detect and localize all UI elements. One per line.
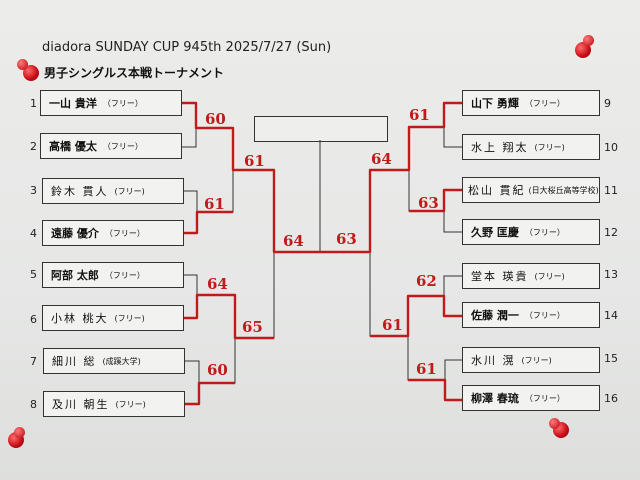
player-affiliation: （フリー）: [524, 98, 565, 108]
player-affiliation: (成蹊大学): [102, 356, 141, 366]
seed-number: 8: [30, 398, 37, 411]
player-affiliation: （フリー）: [102, 98, 143, 108]
seed-number: 12: [604, 226, 618, 239]
player-box: 松山 貫紀 (日大桜丘高等学校): [462, 177, 600, 203]
player-affiliation: （フリー）: [524, 310, 565, 320]
seed-number: 4: [30, 227, 37, 240]
champion-box: [254, 116, 388, 142]
player-name: 細川 総: [52, 355, 97, 368]
score-r1-m3: 64: [207, 275, 228, 293]
player-name: 山下 勇輝: [471, 97, 519, 110]
player-box: 細川 総 (成蹊大学): [43, 348, 185, 374]
score-qf-left-top: 61: [244, 152, 265, 170]
player-box: 鈴木 貫人 (フリー): [42, 178, 184, 204]
score-sf-left: 64: [283, 232, 304, 250]
player-box: 遠藤 優介 （フリー）: [42, 220, 184, 246]
score-qf-right-top: 64: [371, 150, 392, 168]
player-affiliation: (日大桜丘高等学校): [528, 185, 599, 195]
player-box: 阿部 太郎 （フリー）: [42, 262, 184, 288]
player-box: 小林 桃大 (フリー): [42, 305, 184, 331]
seed-number: 16: [604, 392, 618, 405]
player-box: 高橋 優太 （フリー）: [40, 133, 182, 159]
player-name: 松山 貫紀: [468, 184, 526, 197]
player-box: 佐藤 潤一 （フリー）: [462, 302, 600, 328]
seed-number: 3: [30, 184, 37, 197]
score-r1-m6: 63: [418, 194, 439, 212]
bracket-subtitle: 男子シングルス本戦トーナメント: [44, 66, 225, 80]
player-box: 柳澤 春琉 （フリー）: [462, 385, 600, 411]
score-r1-m2: 61: [204, 195, 225, 213]
seed-number: 5: [30, 268, 37, 281]
player-affiliation: (フリー): [115, 399, 146, 409]
score-r1-m4: 60: [207, 361, 228, 379]
seed-number: 11: [604, 184, 618, 197]
player-name: 及川 朝生: [52, 398, 110, 411]
player-name: 小林 桃大: [51, 312, 109, 325]
player-box: 山下 勇輝 （フリー）: [462, 90, 600, 116]
page-title: diadora SUNDAY CUP 945th 2025/7/27 (Sun): [42, 40, 332, 55]
seed-number: 6: [30, 313, 37, 326]
player-affiliation: （フリー）: [104, 270, 145, 280]
player-name: 鈴木 貫人: [51, 185, 109, 198]
push-pin-icon: [575, 35, 594, 58]
player-affiliation: （フリー）: [524, 393, 565, 403]
player-name: 柳澤 春琉: [471, 392, 519, 405]
seed-number: 9: [604, 97, 611, 110]
player-affiliation: (フリー): [114, 313, 145, 323]
score-r1-m7: 62: [416, 272, 437, 290]
score-r1-m8: 61: [416, 360, 437, 378]
player-affiliation: （フリー）: [104, 228, 145, 238]
player-box: 堂本 瑛貴 (フリー): [462, 263, 600, 289]
player-affiliation: （フリー）: [524, 227, 565, 237]
player-name: 水川 滉: [471, 354, 516, 367]
score-qf-left-bottom: 65: [242, 318, 263, 336]
player-name: 阿部 太郎: [51, 269, 99, 282]
player-name: 一山 貴洋: [49, 97, 97, 110]
score-r1-m5: 61: [409, 106, 430, 124]
push-pin-icon: [8, 427, 25, 448]
player-box: 及川 朝生 (フリー): [43, 391, 185, 417]
player-name: 久野 匡慶: [471, 226, 519, 239]
score-qf-right-bottom: 61: [382, 316, 403, 334]
seed-number: 1: [30, 97, 37, 110]
player-name: 高橋 優太: [49, 140, 97, 153]
score-sf-right: 63: [336, 230, 357, 248]
player-affiliation: (フリー): [534, 271, 565, 281]
seed-number: 7: [30, 355, 37, 368]
player-box: 久野 匡慶 （フリー）: [462, 219, 600, 245]
player-box: 水上 翔太 (フリー): [462, 134, 600, 160]
seed-number: 10: [604, 141, 618, 154]
push-pin-icon: [17, 59, 39, 81]
player-affiliation: （フリー）: [102, 141, 143, 151]
player-name: 遠藤 優介: [51, 227, 99, 240]
player-affiliation: (フリー): [534, 142, 565, 152]
player-affiliation: (フリー): [114, 186, 145, 196]
seed-number: 13: [604, 268, 618, 281]
seed-number: 15: [604, 352, 618, 365]
player-name: 水上 翔太: [471, 141, 529, 154]
seed-number: 14: [604, 309, 618, 322]
push-pin-icon: [549, 418, 569, 438]
score-r1-m1: 60: [205, 110, 226, 128]
player-name: 堂本 瑛貴: [471, 270, 529, 283]
player-affiliation: (フリー): [521, 355, 552, 365]
player-box: 一山 貴洋 （フリー）: [40, 90, 182, 116]
seed-number: 2: [30, 140, 37, 153]
player-name: 佐藤 潤一: [471, 309, 519, 322]
player-box: 水川 滉 (フリー): [462, 347, 600, 373]
